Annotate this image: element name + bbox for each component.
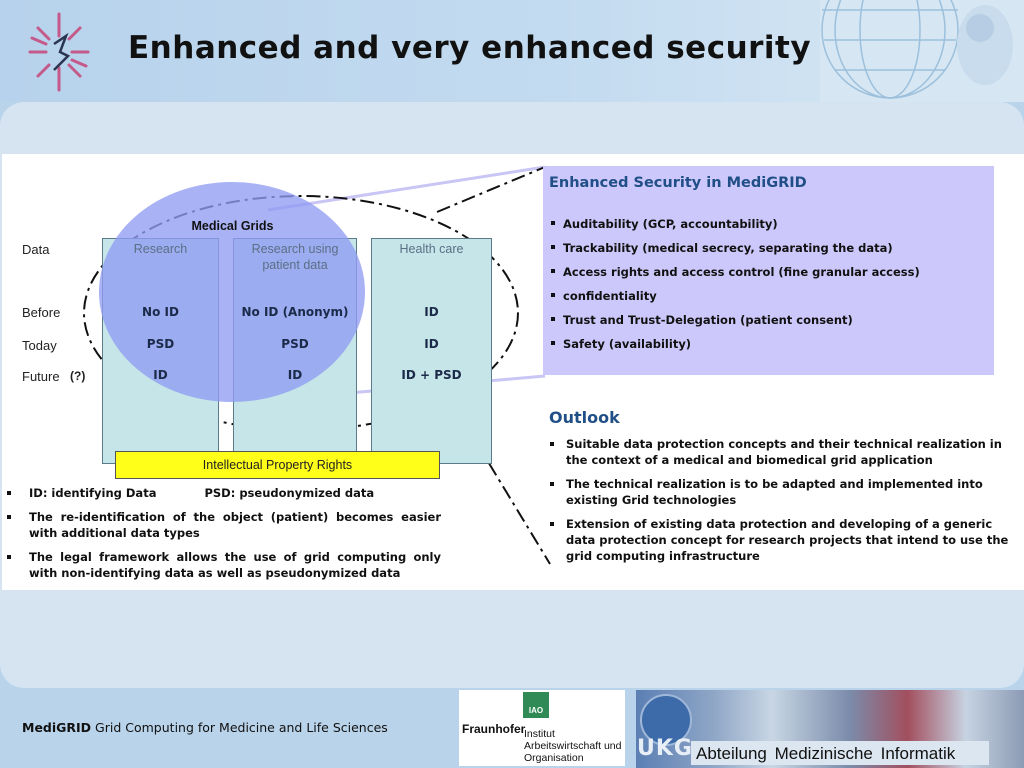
department-name: Abteilung Medizinische Informatik <box>696 744 956 763</box>
row-label-future: Future <box>22 369 60 384</box>
iao-label: IAO <box>528 706 544 715</box>
definition-notes: ID: identifying Data PSD: pseudonymized d… <box>5 485 441 589</box>
bullet-icon <box>551 244 555 249</box>
fraunhofer-name: Fraunhofer <box>462 722 526 736</box>
cell-patient-before: No ID (Anonym) <box>241 305 349 319</box>
cell-healthcare-future: ID + PSD <box>401 368 462 382</box>
bullet-icon <box>550 442 554 446</box>
cell-patient-today: PSD <box>281 337 309 351</box>
bullet-icon <box>551 340 555 345</box>
list-item: Suitable data protection concepts and th… <box>550 436 1020 468</box>
list-item: Auditability (GCP, accountability) <box>551 214 920 238</box>
list-item: Trust and Trust-Delegation (patient cons… <box>551 310 920 334</box>
list-item: Access rights and access control (fine g… <box>551 262 920 286</box>
column-header-research-patient-data: Research using patient data <box>251 242 339 272</box>
medical-grids-highlight <box>99 182 365 402</box>
list-item: ID: identifying Data PSD: pseudonymized d… <box>5 485 441 501</box>
cell-healthcare-before: ID <box>424 305 439 319</box>
bullet-icon <box>550 482 554 486</box>
row-label-today: Today <box>22 338 57 353</box>
list-item: The re-identification of the object (pat… <box>5 509 441 541</box>
ukg-letters: UKG <box>637 736 693 761</box>
list-item: confidentiality <box>551 286 920 310</box>
outlook-list: Suitable data protection concepts and th… <box>550 436 1020 572</box>
list-item: The technical realization is to be adapt… <box>550 476 1020 508</box>
cell-research-before: No ID <box>142 305 179 319</box>
fraunhofer-institute: Institut Arbeitswirtschaft und Organisat… <box>524 728 622 764</box>
bullet-icon <box>551 220 555 225</box>
bullet-icon <box>7 515 11 519</box>
psd-definition: PSD: pseudonymized data <box>204 486 375 500</box>
cell-research-today: PSD <box>146 337 175 351</box>
department-bar <box>691 741 989 765</box>
security-box <box>543 166 994 375</box>
list-item: Extension of existing data protection an… <box>550 516 1020 564</box>
column-header-health-care: Health care <box>399 242 464 256</box>
security-title: Enhanced Security in MediGRID <box>549 175 807 191</box>
bullet-icon <box>551 292 555 297</box>
slide-header: Enhanced and very enhanced security <box>0 0 1024 102</box>
column-health-care <box>371 238 492 464</box>
medical-grids-ellipse <box>83 195 519 431</box>
list-item: Trackability (medical secrecy, separatin… <box>551 238 920 262</box>
cell-healthcare-today: ID <box>424 337 439 351</box>
row-label-before: Before <box>22 305 61 320</box>
ellipse-label: Medical Grids <box>191 219 274 233</box>
bullet-icon <box>551 316 555 321</box>
page-title: Enhanced and very enhanced security <box>128 30 812 66</box>
cell-research-future: ID <box>153 368 168 382</box>
medigrid-star-icon <box>28 12 90 92</box>
security-list: Auditability (GCP, accountability) Track… <box>551 214 920 358</box>
footer-brand: MediGRID <box>22 720 92 735</box>
column-header-research: Research <box>133 242 188 256</box>
list-item: Safety (availability) <box>551 334 920 358</box>
footer-tagline: MediGRID Grid Computing for Medicine and… <box>22 720 388 735</box>
outlook-title: Outlook <box>549 408 620 427</box>
bullet-icon <box>7 555 11 559</box>
iao-logo-icon <box>523 692 549 718</box>
future-note: (?) <box>70 369 86 383</box>
bullet-icon <box>551 268 555 273</box>
ipr-bar: Intellectual Property Rights <box>115 451 440 479</box>
row-label-data: Data <box>22 242 50 257</box>
cell-patient-future: ID <box>287 368 303 382</box>
list-item: The legal framework allows the use of gr… <box>5 549 441 581</box>
id-definition: ID: identifying Data <box>29 486 157 500</box>
bullet-icon <box>550 522 554 526</box>
bullet-icon <box>7 491 11 495</box>
ukg-seal-icon <box>640 694 692 746</box>
globe-decoration <box>820 0 1024 102</box>
